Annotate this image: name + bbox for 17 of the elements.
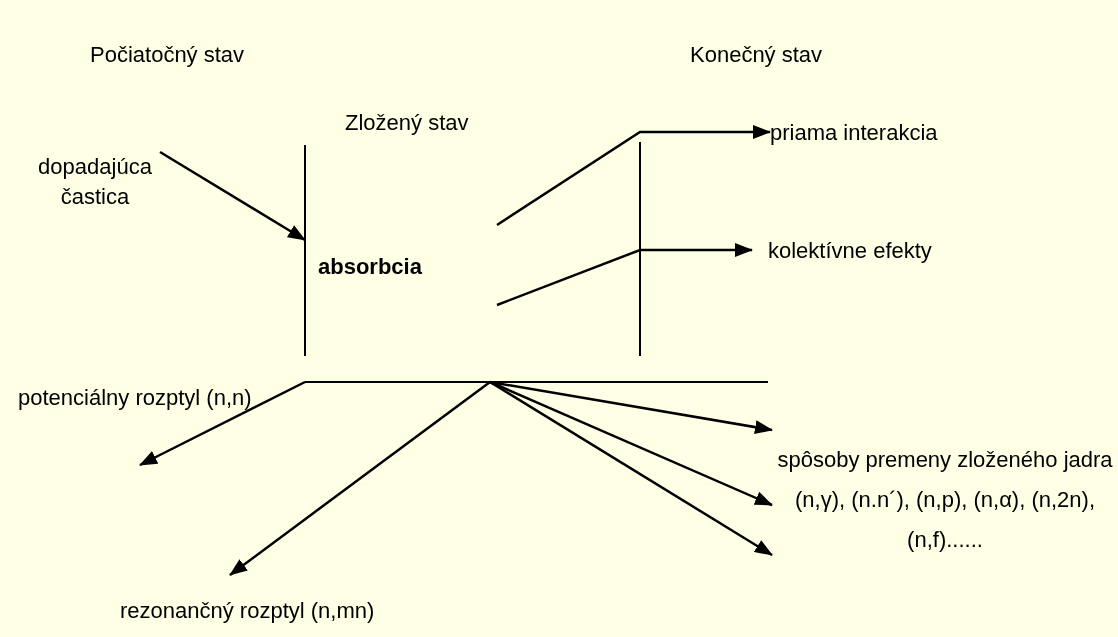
arrow <box>229 381 491 576</box>
arrow <box>159 150 306 242</box>
state-heading: Konečný stav <box>690 41 823 69</box>
state-heading: Počiatočný stav <box>90 41 245 69</box>
arrow <box>139 380 306 467</box>
text-label: absorbcia <box>305 238 422 282</box>
text-label: rezonančný rozptyl (n,mn) <box>120 575 375 626</box>
arrow <box>489 380 773 557</box>
arrow <box>496 243 753 307</box>
text-label: potenciálny rozptyl (n,n) <box>18 383 252 465</box>
text-label: spôsoby premeny zloženého jadra (n,γ), (n.n´), (n,p), (n,α), (n,2n), (n,f)...... <box>772 428 1118 560</box>
state-heading: Zložený stav <box>345 109 469 137</box>
text-label: kolektívne efekty <box>752 236 932 266</box>
text-label: priama interakcia <box>770 118 938 148</box>
arrow <box>496 125 771 227</box>
arrow <box>489 380 773 435</box>
text-label: dopadajúca častica <box>10 152 180 212</box>
